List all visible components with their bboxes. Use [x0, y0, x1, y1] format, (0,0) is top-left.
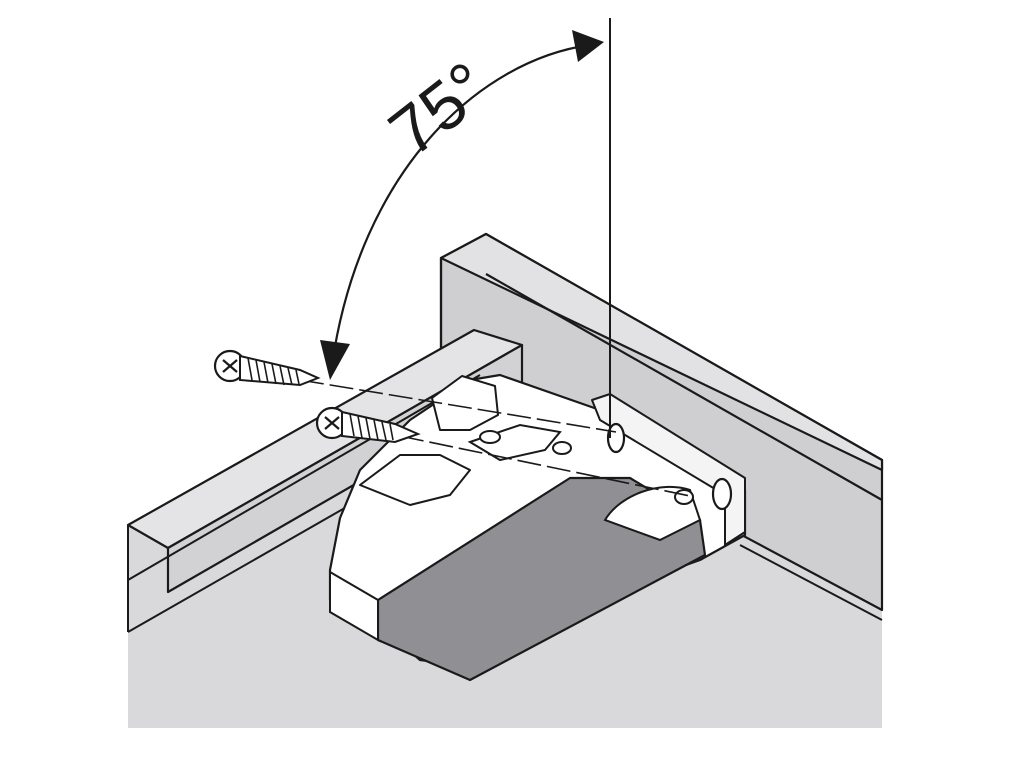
bracket-clip-lower: [359, 454, 471, 506]
arrowhead-icon: [572, 30, 604, 62]
screw-icon: [213, 349, 321, 387]
back-panel-edge: [485, 273, 883, 501]
screw-guide-upper: [299, 379, 617, 433]
cover-block: [376, 476, 707, 682]
back-panel-top: [439, 232, 884, 472]
angle-arc: [330, 43, 591, 366]
side-rail-line-2: [127, 504, 351, 633]
bracket-hole-right: [552, 441, 572, 455]
bracket-clip-upper: [431, 375, 499, 431]
bracket-foot: [329, 570, 379, 642]
flange-hole-lower: [711, 477, 733, 511]
screw-guide-lower: [399, 435, 691, 497]
cover-hole: [674, 489, 694, 505]
arrowhead-icon: [320, 340, 350, 380]
screw-icon: [315, 406, 421, 444]
side-rail-line-1: [127, 374, 481, 581]
angle-label: 75°: [375, 48, 503, 171]
floor-right-line: [739, 544, 883, 621]
bracket-hole-center: [479, 430, 501, 444]
bracket-slot: [467, 423, 562, 462]
